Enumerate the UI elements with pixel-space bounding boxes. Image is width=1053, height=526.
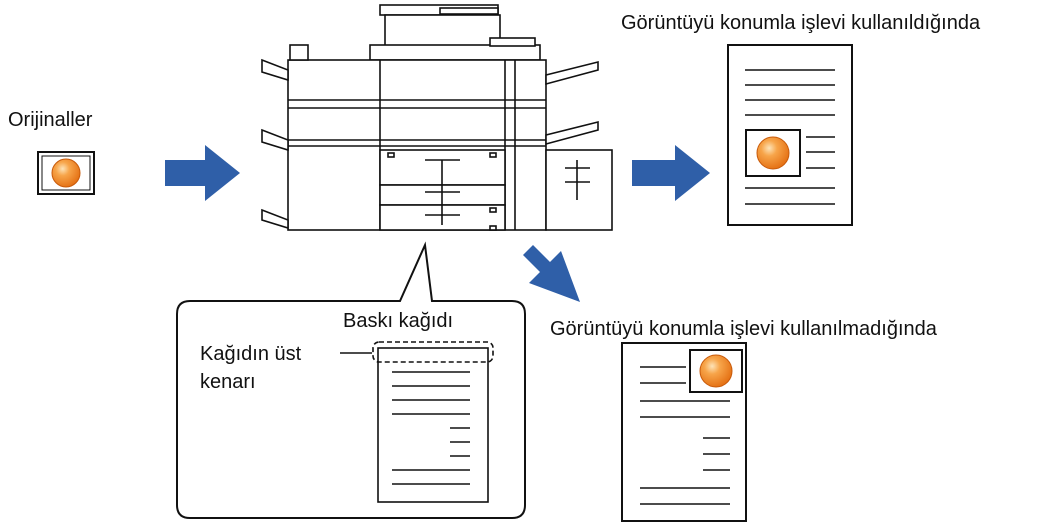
orange-ball-icon <box>51 158 81 188</box>
paper-top-edge-label-line2: kenarı <box>200 371 256 393</box>
with-function-label: Görüntüyü konumla işlevi kullanıldığında <box>621 12 981 34</box>
original-thumbnail <box>37 151 95 195</box>
arrow-down-right-icon <box>523 245 580 302</box>
document-icon <box>727 44 853 226</box>
print-paper-label: Baskı kağıdı <box>343 310 454 332</box>
document-icon <box>621 342 747 522</box>
arrow-right-icon <box>165 145 240 201</box>
paper-sheet-icon <box>372 341 494 503</box>
printer-icon <box>261 4 613 231</box>
orange-ball-icon <box>756 136 790 170</box>
without-function-label: Görüntüyü konumla işlevi kullanılmadığın… <box>550 318 937 340</box>
orange-ball-icon <box>699 354 733 388</box>
arrow-right-icon <box>632 145 710 201</box>
paper-top-edge-label-line1: Kağıdın üst <box>200 343 302 365</box>
originals-label: Orijinaller <box>8 109 93 131</box>
